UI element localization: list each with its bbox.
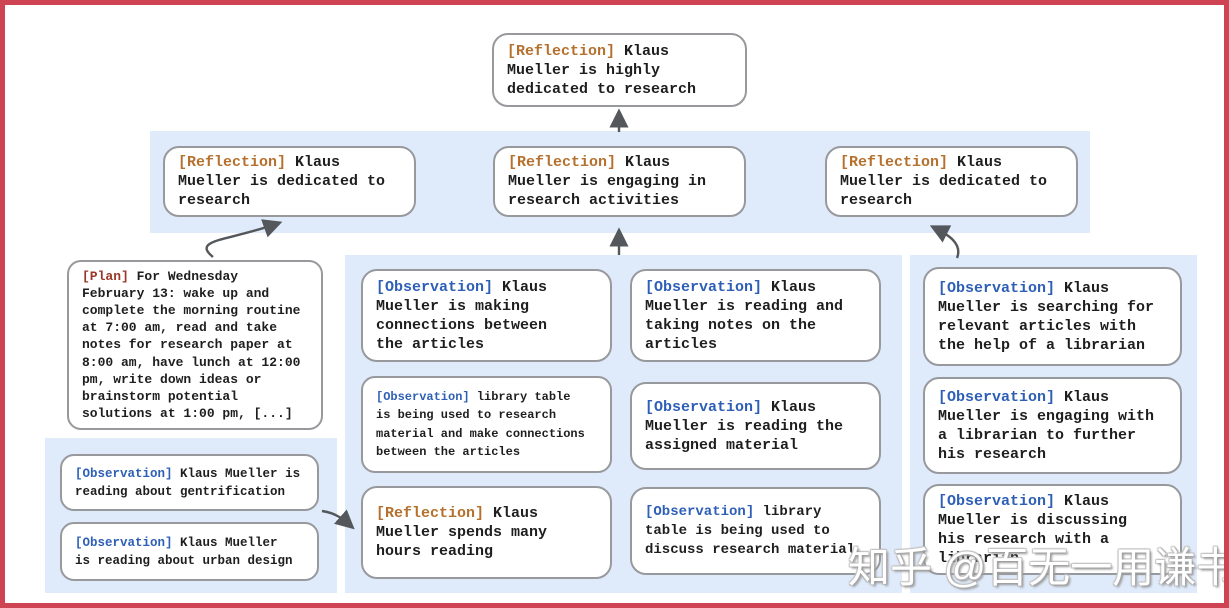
observation-tag: [Observation]: [75, 466, 173, 481]
node-text: Klaus Mueller is making connections betw…: [376, 278, 548, 353]
node-reflection-engaging: [Reflection] Klaus Mueller is engaging i…: [493, 146, 746, 217]
node-obs-library-table-research: [Observation] library table is being use…: [361, 376, 612, 473]
node-obs-urban-design: [Observation] Klaus Mueller is reading a…: [60, 522, 319, 581]
node-text: library table is being used to discuss r…: [645, 503, 856, 558]
observation-tag: [Observation]: [938, 388, 1056, 406]
plan-tag: [Plan]: [82, 268, 129, 284]
node-reflection-hours-reading: [Reflection] Klaus Mueller spends many h…: [361, 486, 612, 579]
node-text: Klaus Mueller is reading about urban des…: [75, 535, 293, 568]
node-root-reflection: [Reflection] Klaus Mueller is highly ded…: [492, 33, 747, 107]
reflection-tag: [Reflection]: [840, 154, 949, 171]
node-text: Klaus Mueller is searching for relevant …: [938, 279, 1155, 354]
reflection-tag: [Reflection]: [508, 154, 617, 171]
observation-tag: [Observation]: [645, 503, 755, 520]
node-text: Klaus Mueller is dedicated to research: [840, 154, 1048, 209]
node-reflection-dedicated-right: [Reflection] Klaus Mueller is dedicated …: [825, 146, 1078, 217]
reflection-tag: [Reflection]: [376, 505, 485, 522]
node-text: Klaus Mueller is reading and taking note…: [645, 278, 844, 353]
node-obs-engaging-librarian: [Observation] Klaus Mueller is engaging …: [923, 377, 1182, 474]
node-obs-taking-notes: [Observation] Klaus Mueller is reading a…: [630, 269, 881, 362]
node-plan-wednesday: [Plan] For Wednesday February 13: wake u…: [67, 260, 323, 430]
reflection-tag: [Reflection]: [178, 154, 287, 171]
node-text: Klaus Mueller is discussing his research…: [938, 492, 1128, 567]
node-text: Klaus Mueller is dedicated to research: [178, 154, 386, 209]
observation-tag: [Observation]: [645, 278, 763, 296]
node-text: For Wednesday February 13: wake up and c…: [82, 268, 301, 422]
node-text: Klaus Mueller is reading about gentrific…: [75, 466, 301, 499]
node-text: library table is being used to research …: [376, 389, 585, 460]
node-text: Klaus Mueller is engaging in research ac…: [508, 154, 707, 209]
observation-tag: [Observation]: [376, 278, 494, 296]
node-obs-discussing-research: [Observation] Klaus Mueller is discussin…: [923, 484, 1182, 575]
reflection-tag: [Reflection]: [507, 42, 616, 60]
observation-tag: [Observation]: [938, 279, 1056, 297]
zhihu-watermark: 知乎 @百无一用谦书生: [848, 544, 1224, 591]
observation-tag: [Observation]: [645, 398, 763, 416]
observation-tag: [Observation]: [75, 535, 173, 550]
node-obs-assigned-material: [Observation] Klaus Mueller is reading t…: [630, 382, 881, 470]
node-text: Klaus Mueller is highly dedicated to res…: [507, 42, 697, 98]
observation-tag: [Observation]: [938, 492, 1056, 510]
observation-tag: [Observation]: [376, 389, 470, 404]
node-obs-library-table-discuss: [Observation] library table is being use…: [630, 487, 881, 575]
node-obs-making-connections: [Observation] Klaus Mueller is making co…: [361, 269, 612, 362]
node-text: Klaus Mueller is engaging with a librari…: [938, 388, 1155, 463]
node-text: Klaus Mueller is reading the assigned ma…: [645, 398, 844, 454]
node-text: Klaus Mueller spends many hours reading: [376, 505, 548, 560]
node-reflection-dedicated-left: [Reflection] Klaus Mueller is dedicated …: [163, 146, 416, 217]
node-obs-gentrification: [Observation] Klaus Mueller is reading a…: [60, 454, 319, 511]
node-obs-searching-articles: [Observation] Klaus Mueller is searching…: [923, 267, 1182, 366]
